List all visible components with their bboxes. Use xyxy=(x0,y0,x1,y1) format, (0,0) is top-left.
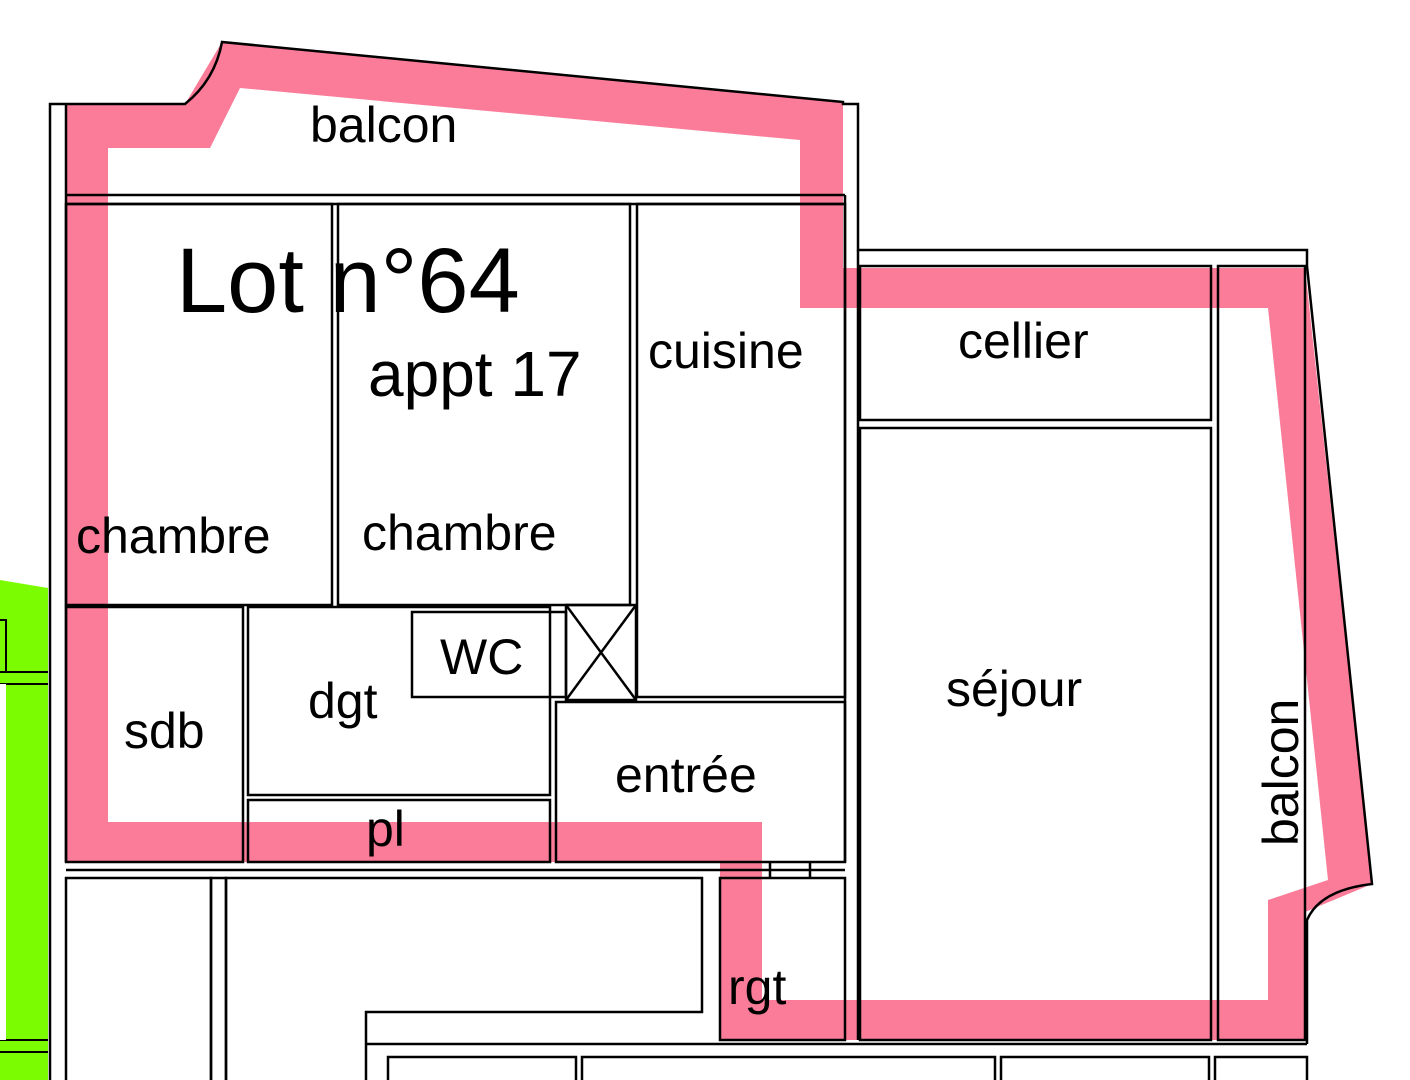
room-label-cellier: cellier xyxy=(958,313,1089,369)
room-label-balcon-right: balcon xyxy=(1253,699,1309,846)
room-label-sejour: séjour xyxy=(946,661,1082,717)
neighbor-lot-cream xyxy=(64,876,704,1080)
lot-outline xyxy=(66,42,1372,1040)
room-label-rgt: rgt xyxy=(728,959,786,1015)
room-label-wc: WC xyxy=(440,629,523,685)
room-label-pl: pl xyxy=(366,801,405,857)
room-label-dgt: dgt xyxy=(308,673,378,729)
room-label-entree: entrée xyxy=(615,747,757,803)
room-label-balcon-top: balcon xyxy=(310,97,457,153)
lot-number-title: Lot n°64 xyxy=(176,230,520,332)
neighbor-lot-orange xyxy=(366,1042,1309,1080)
appt-number-label: appt 17 xyxy=(368,338,582,410)
walls xyxy=(48,40,1374,1080)
shaft-box xyxy=(564,603,638,702)
room-label-chambre-1: chambre xyxy=(76,508,271,564)
room-label-sdb: sdb xyxy=(124,703,205,759)
room-label-cuisine: cuisine xyxy=(648,323,804,379)
neighbor-lot-green xyxy=(0,580,48,1080)
room-label-chambre-2: chambre xyxy=(362,505,557,561)
